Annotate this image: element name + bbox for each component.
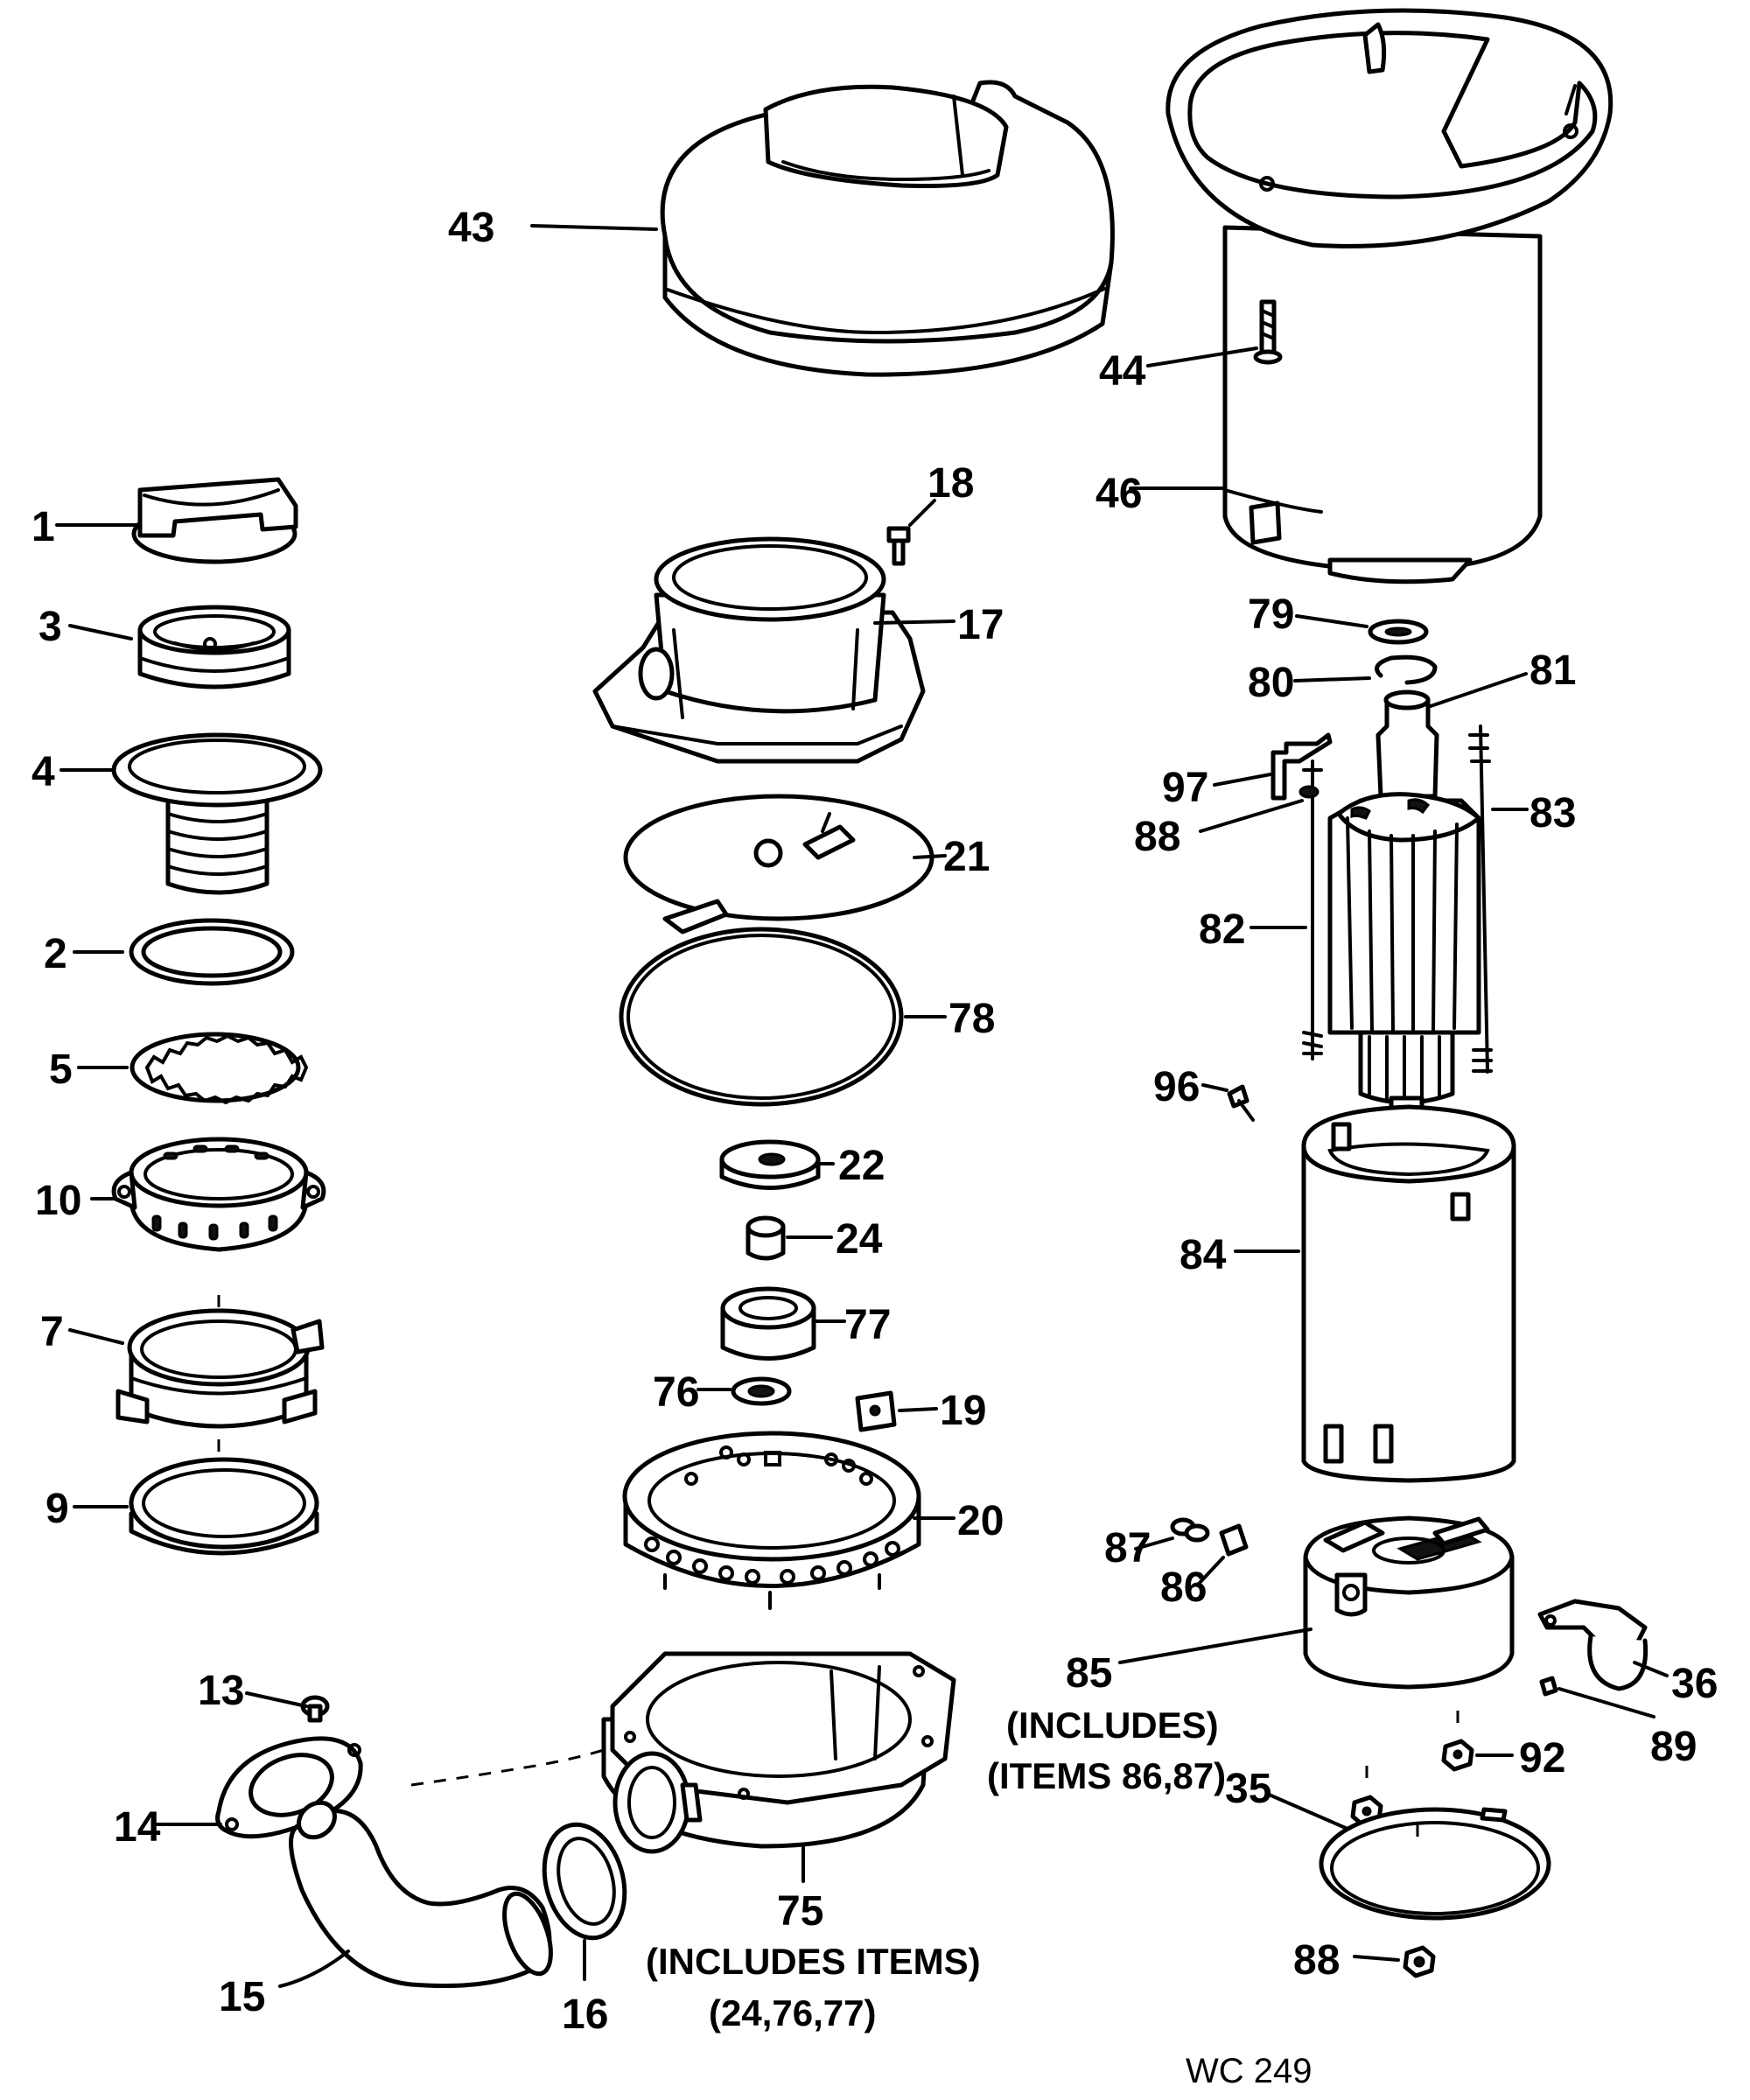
note-85-includes: (INCLUDES)	[1006, 1704, 1219, 1746]
label-92: 92	[1519, 1735, 1565, 1782]
part-83-through-bolt	[1468, 724, 1493, 1074]
part-10-support-ring	[111, 1137, 326, 1252]
part-35-bottom-cover	[1319, 1807, 1551, 1921]
label-16: 16	[562, 1992, 608, 2038]
part-7-mounting-ring	[116, 1295, 325, 1429]
label-84: 84	[1180, 1232, 1227, 1278]
label-17: 17	[957, 602, 1004, 648]
part-5-backup-ring	[130, 1032, 309, 1105]
figure-code: WC 249	[1186, 2052, 1312, 2090]
part-79-washer	[1368, 619, 1429, 645]
part-88-nut-lower	[1403, 1945, 1436, 1978]
part-43-sound-shield	[660, 80, 1115, 377]
label-15: 15	[219, 1974, 265, 2020]
label-24: 24	[836, 1216, 883, 1263]
label-76: 76	[653, 1369, 699, 1416]
label-89: 89	[1650, 1724, 1697, 1770]
label-19: 19	[940, 1388, 986, 1434]
part-88-nut-upper	[1298, 785, 1320, 799]
part-3-strainer	[137, 605, 291, 690]
label-3: 3	[38, 604, 62, 650]
part-97-bracket	[1270, 732, 1333, 801]
part-87-nut	[1170, 1517, 1210, 1543]
part-76-seal-washer	[731, 1376, 792, 1406]
label-20: 20	[957, 1498, 1004, 1544]
label-87: 87	[1104, 1525, 1151, 1572]
label-10: 10	[35, 1178, 81, 1224]
label-77: 77	[844, 1302, 891, 1348]
part-16-slip-washer	[542, 1822, 627, 1941]
label-21: 21	[943, 834, 990, 880]
part-13-screw	[300, 1695, 330, 1723]
label-82: 82	[1199, 906, 1245, 953]
part-46-motor-shell	[1166, 8, 1614, 584]
part-75-lower-housing	[601, 1651, 956, 1854]
label-88-upper: 88	[1134, 814, 1180, 860]
label-86: 86	[1160, 1564, 1207, 1611]
part-96-screw	[1227, 1084, 1255, 1122]
label-14: 14	[114, 1804, 161, 1851]
part-2-gasket	[129, 918, 295, 986]
label-96: 96	[1153, 1064, 1200, 1110]
label-80: 80	[1248, 660, 1294, 706]
label-4: 4	[32, 749, 55, 795]
part-81-armature	[1327, 690, 1481, 1131]
label-35: 35	[1225, 1766, 1271, 1812]
part-92-nut	[1350, 1711, 1474, 1828]
part-4-sink-flange	[111, 732, 323, 895]
label-81: 81	[1530, 648, 1576, 694]
label-97: 97	[1162, 765, 1208, 811]
part-36-clamp	[1537, 1599, 1648, 1691]
part-15-discharge-tube	[289, 1748, 605, 1989]
label-9: 9	[46, 1486, 69, 1532]
note-85-items: (ITEMS 86,87)	[987, 1755, 1226, 1796]
part-18-screw	[886, 526, 911, 566]
part-85-end-bell	[1303, 1516, 1515, 1690]
label-7: 7	[40, 1309, 64, 1355]
label-75: 75	[777, 1888, 823, 1935]
label-36: 36	[1671, 1661, 1718, 1707]
label-83: 83	[1530, 790, 1576, 836]
label-85: 85	[1066, 1650, 1112, 1697]
label-18: 18	[928, 460, 974, 507]
part-78-o-ring	[619, 927, 904, 1107]
part-82-through-bolt	[1302, 760, 1323, 1060]
label-79: 79	[1248, 592, 1294, 638]
part-20-grind-ring	[622, 1431, 921, 1610]
label-5: 5	[49, 1046, 73, 1093]
part-1-stopper	[131, 477, 298, 564]
part-89-screw	[1539, 1676, 1558, 1697]
part-77-bearing	[720, 1286, 816, 1361]
label-88-lower: 88	[1293, 1937, 1340, 1984]
part-22-washer	[719, 1139, 821, 1190]
label-2: 2	[44, 931, 67, 977]
label-46: 46	[1096, 471, 1142, 517]
part-84-stator	[1301, 1104, 1516, 1483]
label-43: 43	[448, 205, 494, 251]
part-17-hopper	[592, 536, 926, 764]
part-24-bushing	[746, 1215, 786, 1261]
note-75-includes: (INCLUDES ITEMS)	[646, 1941, 981, 1982]
label-13: 13	[198, 1668, 244, 1714]
label-44: 44	[1099, 348, 1146, 395]
part-21-flywheel-plate	[623, 794, 934, 934]
label-78: 78	[948, 996, 995, 1042]
note-75-items: (24,76,77)	[709, 1992, 876, 2034]
part-19-clip	[855, 1390, 897, 1432]
part-80-clip	[1375, 654, 1438, 685]
part-9-cushion-mount	[129, 1439, 319, 1556]
part-86-brush	[1219, 1523, 1249, 1557]
label-1: 1	[32, 504, 55, 550]
label-22: 22	[838, 1143, 885, 1189]
part-44-screw	[1253, 299, 1283, 365]
